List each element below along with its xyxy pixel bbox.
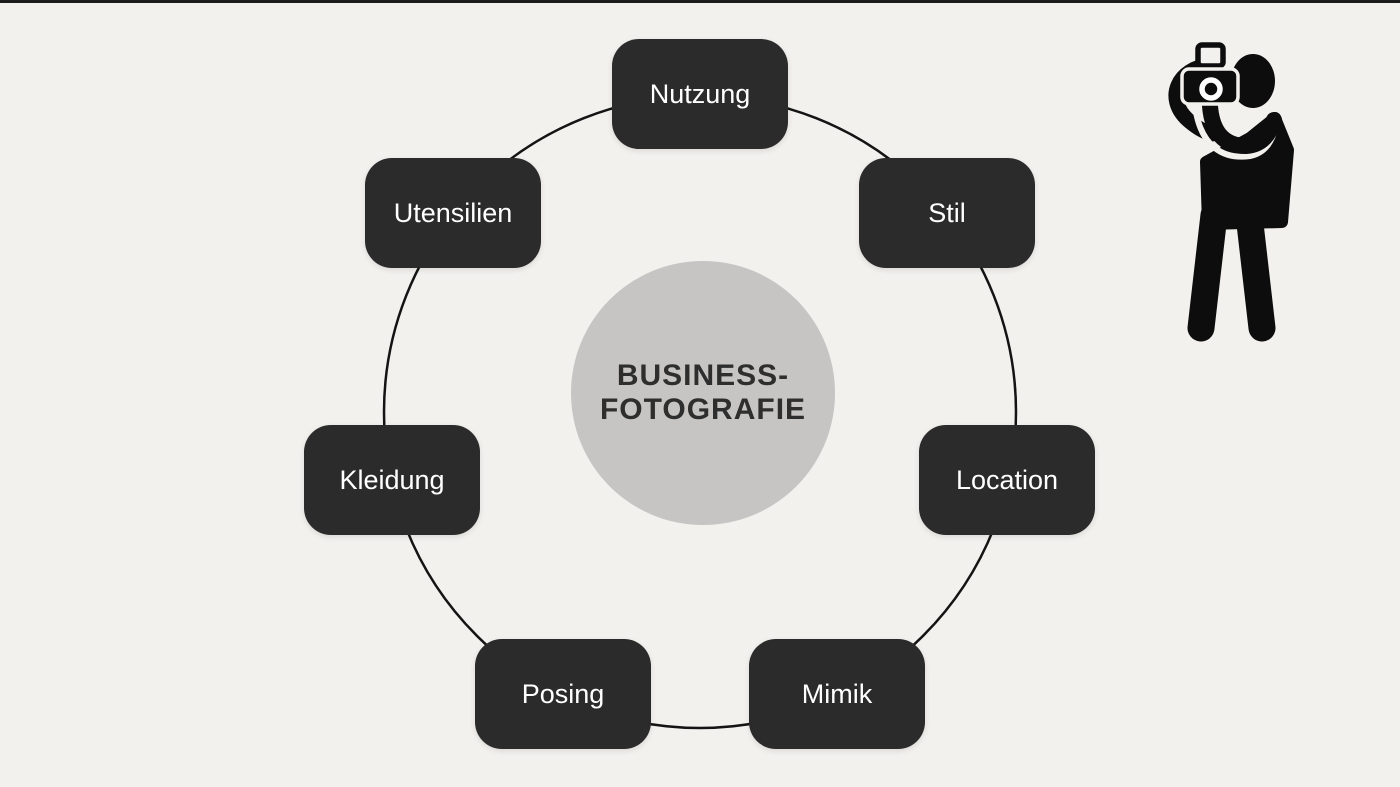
node-posing: Posing <box>475 639 651 749</box>
center-title-line1: BUSINESS- <box>616 359 790 392</box>
center-circle: BUSINESS- FOTOGRAFIE <box>571 261 835 525</box>
node-nutzung: Nutzung <box>612 39 788 149</box>
node-posing-label: Posing <box>521 678 605 709</box>
node-utensilien: Utensilien <box>365 158 541 268</box>
node-mimik-label: Mimik <box>801 678 873 709</box>
node-utensilien-label: Utensilien <box>393 197 513 228</box>
node-location-label: Location <box>955 464 1059 495</box>
node-kleidung-label: Kleidung <box>339 464 445 495</box>
top-edge-bar <box>0 0 1400 3</box>
node-stil: Stil <box>859 158 1035 268</box>
photographer-icon <box>1168 42 1294 342</box>
node-mimik: Mimik <box>749 639 925 749</box>
node-kleidung: Kleidung <box>304 425 480 535</box>
node-location: Location <box>919 425 1095 535</box>
center-title-line2: FOTOGRAFIE <box>599 393 807 426</box>
node-stil-label: Stil <box>928 197 966 228</box>
node-nutzung-label: Nutzung <box>649 78 751 109</box>
